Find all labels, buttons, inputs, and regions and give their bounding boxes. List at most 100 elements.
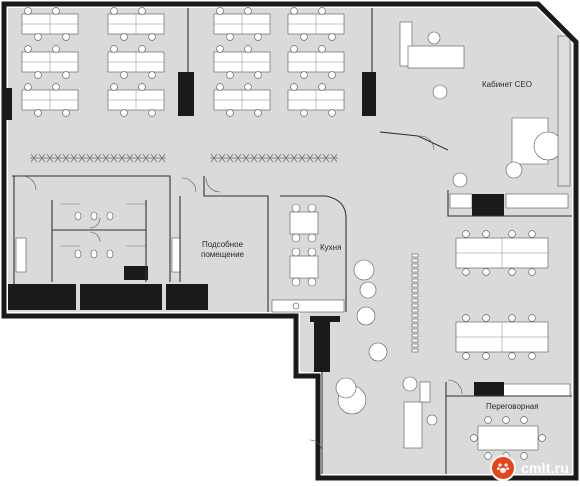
plant	[290, 153, 298, 163]
chair	[335, 377, 357, 399]
chair	[62, 71, 70, 79]
bench-slat	[411, 268, 419, 273]
bench-slat	[411, 313, 419, 318]
chair	[462, 314, 470, 322]
chair	[291, 203, 301, 213]
chair	[482, 314, 490, 322]
plant	[234, 153, 242, 163]
plant	[54, 153, 62, 163]
bench-slat	[411, 273, 419, 278]
toilet	[106, 211, 114, 221]
plant	[274, 153, 282, 163]
washbasin	[15, 237, 27, 273]
wall-block	[472, 194, 504, 216]
plant	[62, 153, 70, 163]
chair	[427, 31, 441, 45]
furniture-layer	[15, 7, 571, 460]
partition-wall	[12, 175, 171, 282]
chair	[120, 71, 128, 79]
partition-wall	[447, 190, 572, 217]
chair	[290, 45, 298, 53]
plant	[218, 153, 226, 163]
chair	[226, 71, 234, 79]
wall-block	[314, 322, 330, 372]
chair	[216, 7, 224, 15]
paw-print-icon	[490, 455, 516, 481]
plant	[314, 153, 322, 163]
reception-desk	[403, 401, 423, 449]
wall-block	[4, 88, 12, 120]
plant	[322, 153, 330, 163]
chair	[359, 281, 377, 299]
room-label-auxiliary: Подсобное помещение	[201, 240, 244, 260]
chair	[307, 277, 317, 287]
chair	[244, 45, 252, 53]
chair	[356, 306, 376, 326]
chair	[291, 277, 301, 287]
bench-slat	[411, 253, 419, 258]
chair	[328, 71, 336, 79]
kitchen-table	[289, 255, 319, 279]
chair	[120, 33, 128, 41]
chair	[538, 434, 546, 442]
chair	[34, 71, 42, 79]
bench-slat	[411, 303, 419, 308]
bench-slat	[411, 338, 419, 343]
chair	[254, 109, 262, 117]
chair	[34, 109, 42, 117]
chair	[452, 172, 468, 188]
toilet	[74, 249, 82, 259]
chair	[148, 71, 156, 79]
wall-block	[310, 316, 340, 322]
chair	[505, 161, 523, 179]
chair	[307, 233, 317, 243]
cabinet	[419, 381, 431, 403]
chair	[52, 83, 60, 91]
chair	[300, 71, 308, 79]
chair	[402, 376, 418, 392]
chair	[291, 247, 301, 257]
plant-layer	[30, 153, 338, 163]
plant	[226, 153, 234, 163]
chair	[508, 230, 516, 238]
plant	[86, 153, 94, 163]
chair	[226, 33, 234, 41]
plant	[94, 153, 102, 163]
chair	[52, 7, 60, 15]
chair	[482, 352, 490, 360]
door-swing	[89, 231, 101, 243]
bench-slat	[411, 288, 419, 293]
chair	[353, 259, 375, 281]
partition-wall	[203, 176, 269, 312]
chair	[120, 109, 128, 117]
plant	[250, 153, 258, 163]
room-label-meeting-room: Переговорная	[486, 402, 539, 411]
watermark-text: cmlt.ru	[521, 460, 570, 476]
chair	[290, 7, 298, 15]
chair	[148, 33, 156, 41]
chair	[520, 416, 528, 424]
plant	[306, 153, 314, 163]
plant	[150, 153, 158, 163]
chair	[528, 268, 536, 276]
room-label-auxiliary-line1: Подсобное	[201, 240, 244, 249]
chair	[368, 342, 388, 362]
plant	[330, 153, 338, 163]
wall-block	[166, 284, 208, 310]
wall-block	[124, 266, 148, 280]
bench-slat	[411, 318, 419, 323]
wall-shelf	[557, 35, 571, 187]
kitchen-table	[289, 211, 319, 235]
chair	[110, 83, 118, 91]
sink	[292, 302, 300, 310]
chair	[482, 268, 490, 276]
toilet	[106, 249, 114, 259]
chair	[138, 83, 146, 91]
chair	[432, 84, 448, 100]
bench-slat	[411, 293, 419, 298]
meeting-table	[477, 425, 539, 451]
chair	[307, 203, 317, 213]
wall-block	[80, 284, 162, 310]
toilet	[74, 211, 82, 221]
